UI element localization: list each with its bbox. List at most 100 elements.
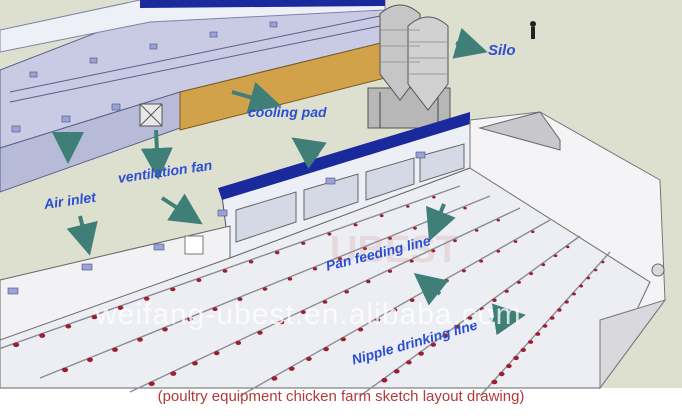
caption: (poultry equipment chicken farm sketch l… [157,388,525,405]
feeder-pan [344,290,350,294]
feeder-pan [192,361,198,366]
drinker-nipple [288,366,295,371]
drinker-nipple [312,267,318,271]
drinker-nipple [571,292,576,296]
feeder-pan [474,229,479,232]
feeder-pan [431,249,436,253]
ventilation-fan-arrow-up-icon [140,129,173,180]
watermark-text: weifang-ubest.en.alibaba.com [95,298,522,331]
feeder-pan [257,330,263,335]
drinker-nipple [271,376,278,381]
back-poultry-house [0,0,386,193]
feeder-pan [196,278,202,283]
silo-group [367,4,451,129]
feeder-pan [222,269,228,273]
drinker-nipple [579,284,584,288]
feeder-pan [275,250,280,255]
drinker-nipple [337,257,343,261]
drinker-nipple [137,337,143,342]
feeder-pan [366,279,371,284]
drinker-nipple [409,298,415,302]
drinker-nipple [520,348,526,352]
feeder-pan [430,342,436,347]
drinker-nipple [506,363,512,369]
drinker-nipple [513,355,519,361]
label-silo: Silo [488,42,516,59]
drinker-nipple [392,308,398,312]
feeder-pan [432,195,436,199]
front-ridge [218,112,470,200]
feeder-pan [91,315,98,320]
drinker-nipple [557,308,562,312]
drinker-nipple [549,316,555,320]
feeding-drinking-lines [0,185,611,397]
drinker-nipple [87,357,93,363]
drinker-nipple [363,247,367,251]
drinker-nipple [564,300,569,304]
drinker-nipple [375,317,381,322]
drinker-nipple [531,230,535,234]
feeder-pan [248,260,254,264]
feeder-pan [455,325,461,329]
drinker-nipple [162,327,168,332]
drinker-nipple [358,327,364,332]
nipple-drinking-arrow-icon [489,303,526,336]
silo-right-icon [407,16,449,111]
feeder-pan [418,351,424,356]
drinker-nipple [479,259,484,263]
drinker-nipple [388,236,392,240]
cooling-pad-arrow-front-icon [291,137,327,169]
feeder-pan [393,369,400,374]
feeder-pan [516,280,521,284]
pointer-arrows [52,27,526,336]
cooling-pad-arrow-back-icon [231,82,282,113]
feeder-pan [235,340,242,345]
drinker-nipple [413,226,417,230]
drinker-nipple [187,317,193,322]
drinker-nipple [535,332,541,336]
drinker-nipple [542,324,548,328]
drinker-nipple [496,249,501,253]
drinker-nipple [237,297,243,301]
feeder-pan [13,342,20,348]
feeder-pan [170,287,176,292]
feeder-pan [406,205,410,208]
feeder-pan [117,305,124,310]
drinker-nipple [498,371,505,377]
feeder-pan [504,289,509,293]
feeder-pan [39,333,46,338]
drinker-nipple [112,347,118,352]
drinker-nipple [61,367,69,373]
feeder-pan [566,245,570,249]
feeder-pan [387,269,393,273]
feeder-pan [301,241,306,245]
pan-feeding-arrow-lower-icon [413,273,449,306]
drinker-nipple [444,279,449,283]
feeder-pan [443,333,449,338]
drinker-nipple [306,356,312,361]
feeder-pan [406,360,412,365]
feeder-pan [529,272,534,276]
feeder-pan [144,296,150,301]
back-ridge [140,0,385,8]
feeder-pan [353,223,358,227]
feeder-pan [479,307,485,311]
ventilation-fan-arrow-down-icon [160,193,203,225]
drinker-nipple [340,337,346,342]
feeder-pan [322,300,328,304]
feeder-pan [148,381,155,387]
drinker-nipple [491,379,498,385]
drinker-nipple [528,340,534,344]
drinker-nipple [463,206,467,210]
feeder-pan [213,351,220,356]
drinker-nipple [461,269,466,273]
feeder-pan [300,310,306,315]
drinker-nipple [287,277,293,281]
drinker-nipple [323,347,329,352]
drinker-nipple [601,260,605,264]
feeder-pan [409,259,414,263]
feeder-pan [381,377,388,383]
feeder-pan [541,263,546,267]
drinker-nipple [513,240,518,243]
